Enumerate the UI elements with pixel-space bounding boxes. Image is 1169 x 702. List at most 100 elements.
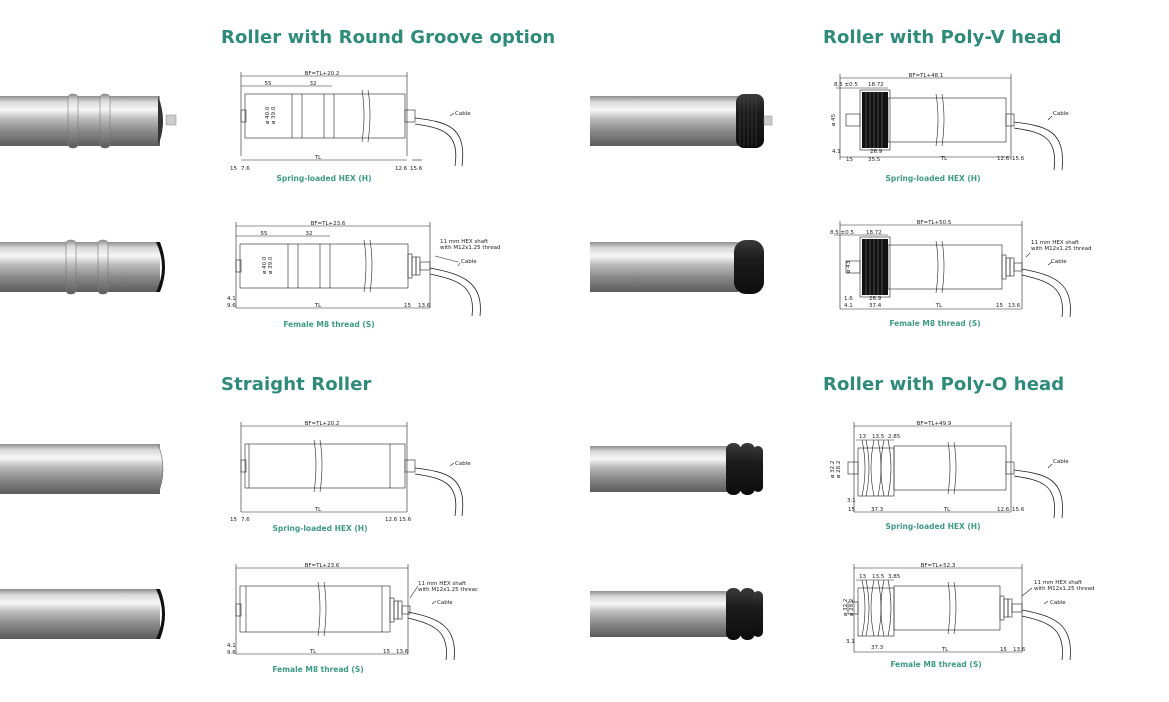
- dim-mid-1: 26.9: [870, 149, 883, 155]
- dim-tl: TL: [309, 649, 317, 655]
- dim-ls-1: 4.1: [227, 296, 236, 302]
- dim-mid-1: 37.3: [871, 507, 884, 513]
- label-cable: Cable: [1051, 259, 1067, 265]
- dim-dia-2: ø 28.2: [836, 461, 842, 478]
- dim-ls-2: 9.6: [227, 650, 236, 656]
- shaft-note-1: 11 mm HEX shaft: [1031, 240, 1080, 246]
- dim-br-1: 15: [996, 303, 1003, 309]
- section-title-round-groove: Roller with Round Groove option: [221, 27, 556, 48]
- dim-br-1: 15: [383, 649, 390, 655]
- drawing-poly-o-hex: BF=TL+49.9 13 13.5 2.85 ø 32.2 ø 28.2 3.…: [830, 421, 1069, 519]
- dim-bf: BF=TL+50.5: [917, 220, 952, 226]
- dim-bf: BF=TL+23.6: [305, 563, 340, 569]
- dim-tl: TL: [940, 156, 948, 162]
- dim-dia-2: ø 39.0: [271, 106, 277, 124]
- roller-photo-round-groove-m8: [0, 239, 165, 295]
- label-cable: Cable: [455, 111, 471, 117]
- dim-br-1: 12.6: [385, 517, 398, 523]
- dim-top-1: 8.5 ±0.5: [834, 82, 858, 88]
- drawing-round-groove-m8: BF=TL+23.6 55 32 ø 40.0 ø 39.0 4.1 9.6 T…: [227, 221, 500, 317]
- dim-tl: TL: [314, 507, 322, 513]
- dim-top-2: 18.72: [866, 230, 882, 236]
- caption-poly-v-m8: Female M8 thread (S): [889, 319, 981, 328]
- caption-poly-v-hex: Spring-loaded HEX (H): [885, 174, 981, 183]
- dim-dia-1: ø 32.2: [830, 461, 836, 478]
- dim-br-1: 15: [404, 303, 411, 309]
- drawing-round-groove-hex: BF=TL+20.2 55 32 ø 40.0 ø 39.0 TL 15 7.6…: [230, 71, 471, 172]
- dim-tl: TL: [935, 303, 943, 309]
- caption-poly-o-hex: Spring-loaded HEX (H): [885, 522, 981, 531]
- dim-br-2: 15.6: [1012, 507, 1025, 513]
- drawing-poly-v-m8: BF=TL+50.5 8.5 ±0.5 18.72 ø 43 1.6 4.1 2…: [830, 220, 1091, 318]
- dim-bl-2: 15: [848, 507, 855, 513]
- caption-round-groove-m8: Female M8 thread (S): [283, 320, 375, 329]
- dim-bl-1: 3.1: [847, 498, 856, 504]
- dim-top-1: 8.5 ±0.5: [830, 230, 854, 236]
- dim-br-2: 13.6: [418, 303, 431, 309]
- shaft-note-1: 11 mm HEX shaft: [418, 581, 467, 587]
- caption-straight-m8: Female M8 thread (S): [272, 665, 364, 674]
- drawing-straight-hex: BF=TL+20.2 TL 15 7.6 12.6 15.6 Cable: [230, 421, 471, 523]
- dim-bl-2: 7.6: [241, 166, 250, 172]
- dim-br-1: 15: [1000, 647, 1007, 653]
- label-cable: Cable: [1053, 111, 1069, 117]
- dim-br-2: 13.6: [1008, 303, 1021, 309]
- dim-br-2: 15.6: [1012, 156, 1025, 162]
- dim-ls-1: 4.1: [227, 643, 236, 649]
- drawing-poly-o-m8: BF=TL+52.3 13 13.5 3.85 ø 32.2 ø 28.2 3.…: [843, 563, 1094, 661]
- dim-br-2: 13.6: [396, 649, 409, 655]
- dim-bf: BF=TL+52.3: [921, 563, 956, 569]
- dim-tl: TL: [941, 647, 949, 653]
- caption-straight-hex: Spring-loaded HEX (H): [272, 524, 368, 533]
- dim-tl: TL: [314, 155, 322, 161]
- label-cable: Cable: [1053, 459, 1069, 465]
- section-title-poly-o: Roller with Poly-O head: [823, 374, 1065, 395]
- drawing-poly-v-hex: BF=TL+48.1 8.5 ±0.5 18.72 ø 45 4.1 15 26…: [831, 73, 1069, 171]
- dim-bl-2: 15: [846, 157, 853, 163]
- shaft-note-2: with M12x1.25 thread: [1034, 586, 1094, 592]
- label-cable: Cable: [437, 600, 453, 606]
- dim-top-1: 13: [859, 434, 866, 440]
- dim-top-2: 32: [310, 81, 317, 87]
- dim-top-2: 13.5: [872, 434, 885, 440]
- label-cable: Cable: [1050, 600, 1066, 606]
- dim-top-1: 55: [265, 81, 272, 87]
- dim-br-1: 12.6: [997, 507, 1010, 513]
- dim-bl-1: 1.6: [844, 296, 853, 302]
- dim-tl: TL: [314, 303, 322, 309]
- dim-mid-1: 37.3: [871, 645, 884, 651]
- dim-top-3: 2.85: [888, 434, 901, 440]
- label-cable: Cable: [455, 461, 471, 467]
- dim-br-2: 15.6: [410, 166, 423, 172]
- dim-dia-2: ø 39.0: [268, 256, 274, 274]
- dim-bl-1: 3.1: [846, 639, 855, 645]
- dim-top-2: 18.72: [868, 82, 884, 88]
- dim-dia-1: ø 40.0: [265, 106, 271, 124]
- roller-photo-poly-v-m8: [590, 240, 764, 294]
- dim-bf: BF=TL+49.9: [917, 421, 952, 427]
- dim-br-1: 12.6: [997, 156, 1010, 162]
- dim-top-2: 32: [306, 231, 313, 237]
- dim-bf: BF=TL+20.2: [305, 421, 340, 427]
- dim-ls-2: 9.6: [227, 303, 236, 309]
- drawing-straight-m8: BF=TL+23.6 4.1 9.6 TL 15 13.6 11 mm HEX …: [227, 563, 478, 661]
- dim-bl-1: 15: [230, 517, 237, 523]
- shaft-note-1: 11 mm HEX shaft: [1034, 580, 1083, 586]
- dim-bl-1: 4.1: [832, 149, 841, 155]
- dim-br-2: 13.6: [1013, 647, 1026, 653]
- dim-bl-2: 4.1: [844, 303, 853, 309]
- roller-photo-straight-hex: [0, 443, 164, 495]
- dim-top-1: 13: [859, 574, 866, 580]
- dim-bl-2: 7.6: [241, 517, 250, 523]
- caption-round-groove-hex: Spring-loaded HEX (H): [276, 174, 372, 183]
- dim-bf: BF=TL+48.1: [909, 73, 944, 79]
- dim-mid-2: 35.5: [868, 157, 881, 163]
- dim-bl-1: 15: [230, 166, 237, 172]
- dim-mid-2: 37.4: [869, 303, 882, 309]
- dim-bf: BF=TL+23.6: [311, 221, 346, 227]
- dim-tl: TL: [943, 507, 951, 513]
- section-title-poly-v: Roller with Poly-V head: [823, 27, 1062, 48]
- section-title-straight: Straight Roller: [221, 374, 372, 395]
- roller-photo-round-groove-hex: [0, 93, 177, 149]
- dim-top-2: 13.5: [872, 574, 885, 580]
